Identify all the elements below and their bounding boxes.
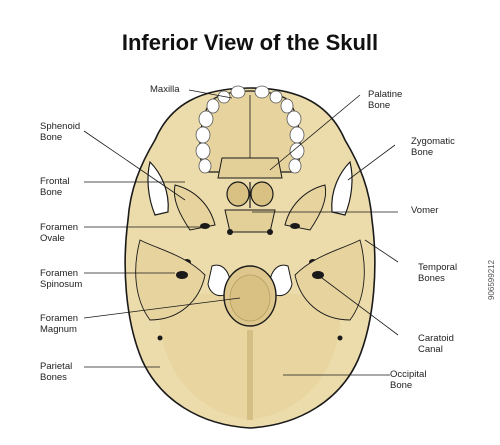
zygomatic-arch-right <box>331 160 353 216</box>
teeth <box>195 85 305 174</box>
temporal-right <box>294 239 365 321</box>
label-foramen-ovale: Foramen Ovale <box>40 222 79 244</box>
label-occipital-bone: Occipital Bone <box>390 369 427 391</box>
label-frontal-bone: Frontal Bone <box>40 176 70 198</box>
zygomatic-arch-left <box>147 160 169 216</box>
label-foramen-spinosum: Foramen Spinosum <box>40 268 83 290</box>
foramen-magnum-inner <box>229 274 271 322</box>
stock-id: 906599212 <box>487 259 496 300</box>
choanae <box>226 181 274 208</box>
diagram-title: Inferior View of the Skull <box>121 30 379 55</box>
label-vomer: Vomer <box>411 205 439 216</box>
label-temporal-bones: Temporal Bones <box>418 262 458 284</box>
temporal-left <box>135 239 206 321</box>
label-maxilla: Maxilla <box>150 84 180 95</box>
label-zygomatic-bone: Zygomatic Bone <box>411 136 455 158</box>
palatine-plate <box>217 157 283 179</box>
label-parietal-bones: Parietal Bones <box>40 361 73 383</box>
label-sphenoid-bone: Sphenoid Bone <box>40 121 81 143</box>
label-palatine-bone: Palatine Bone <box>368 89 403 111</box>
carotid-canal-left <box>176 271 188 279</box>
label-foramen-magnum: Foramen Magnum <box>40 313 79 335</box>
label-caratoid-canal: Caratoid Canal <box>418 333 454 355</box>
